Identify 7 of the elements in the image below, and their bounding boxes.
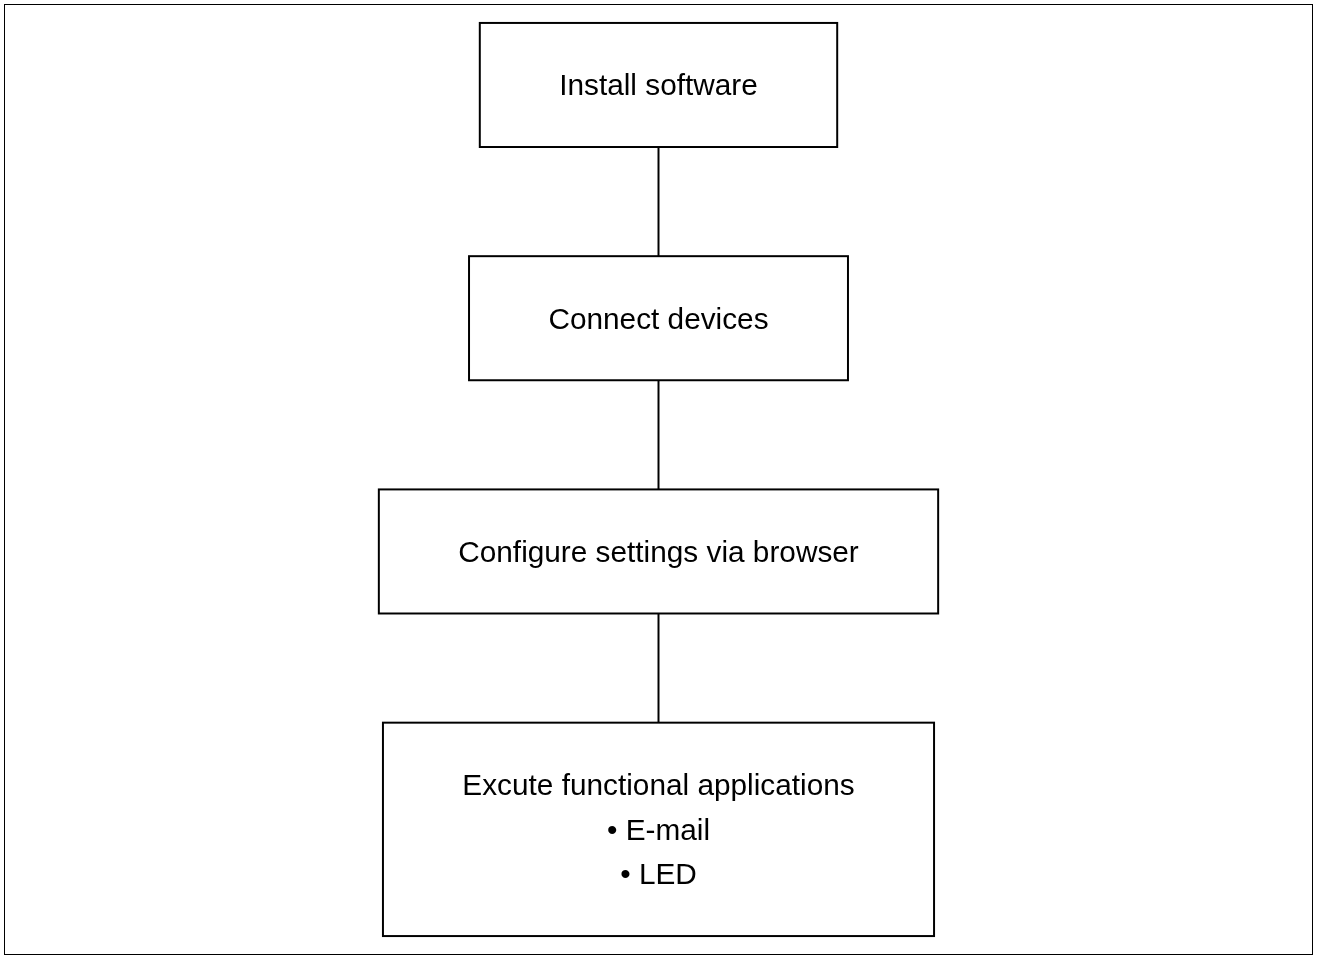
node-box: Configure settings via browser xyxy=(377,488,940,615)
connector xyxy=(657,146,660,258)
node-box: Connect devices xyxy=(468,255,849,382)
connector xyxy=(657,612,660,724)
node-box: Install software xyxy=(478,21,839,148)
node-box: Excute functional applications • E-mail • LED xyxy=(381,721,936,938)
connector xyxy=(657,379,660,491)
